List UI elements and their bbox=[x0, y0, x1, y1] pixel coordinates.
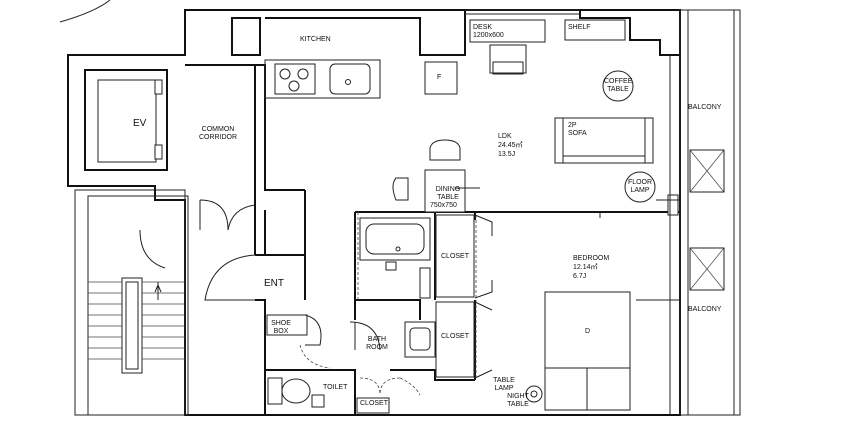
label-desk: DESK bbox=[473, 24, 493, 31]
door-swing-arc-top bbox=[59, 0, 111, 23]
label-dining-size: 750x750 bbox=[430, 202, 457, 209]
label-entrance: ENT bbox=[264, 278, 284, 289]
label-ev: EV bbox=[133, 118, 147, 129]
label-closet-1: CLOSET bbox=[441, 253, 470, 260]
elevator bbox=[84, 69, 168, 171]
label-night-table: NIGHT TABLE bbox=[507, 393, 529, 408]
label-closet-2: CLOSET bbox=[441, 333, 470, 340]
label-shoe-box: SHOE BOX bbox=[271, 320, 291, 335]
label-floor-lamp: FLOOR LAMP bbox=[627, 179, 653, 194]
bed bbox=[525, 291, 631, 411]
toilet bbox=[267, 377, 325, 408]
stairwell bbox=[74, 189, 189, 416]
label-ldk-tatami: 13.5J bbox=[498, 151, 516, 158]
desk bbox=[469, 19, 626, 75]
label-bathroom: BATH ROOM bbox=[366, 336, 388, 351]
label-bedroom-area: 12.14㎡ bbox=[573, 264, 598, 271]
label-balcony-top: BALCONY bbox=[688, 104, 722, 111]
label-fridge: F bbox=[437, 74, 442, 81]
label-kitchen: KITCHEN bbox=[300, 36, 331, 43]
label-bedroom-tatami: 6.7J bbox=[573, 273, 587, 280]
balcony bbox=[667, 9, 741, 416]
label-ldk: LDK bbox=[498, 133, 512, 140]
sofa bbox=[554, 117, 654, 164]
entrance-doors bbox=[266, 314, 421, 396]
label-sofa: 2P SOFA bbox=[568, 122, 587, 137]
label-toilet: TOILET bbox=[323, 384, 348, 391]
corridor-walls bbox=[139, 64, 256, 301]
coffee-table bbox=[602, 70, 634, 102]
closets bbox=[356, 214, 493, 414]
label-bed: D bbox=[585, 328, 591, 335]
wash-basin bbox=[349, 321, 436, 358]
kitchen-counter bbox=[264, 59, 458, 99]
label-ldk-area: 24.45㎡ bbox=[498, 142, 523, 149]
floor-lamp bbox=[624, 171, 656, 203]
label-table-lamp: TABLE LAMP bbox=[493, 377, 515, 392]
dining-table bbox=[392, 139, 480, 213]
label-coffee-table: COFFEE TABLE bbox=[604, 78, 633, 93]
label-desk-size: 1200x600 bbox=[473, 32, 504, 39]
label-common-corridor: COMMON CORRIDOR bbox=[198, 126, 238, 141]
label-closet-3: CLOSET bbox=[360, 400, 389, 407]
bathtub bbox=[357, 212, 431, 300]
windows bbox=[465, 9, 680, 301]
interior-walls bbox=[231, 10, 680, 415]
label-balcony-bottom: BALCONY bbox=[688, 306, 722, 313]
label-shelf: SHELF bbox=[568, 24, 591, 31]
label-dining-table: DINING TABLE bbox=[435, 186, 461, 201]
label-bedroom: BEDROOM bbox=[573, 255, 610, 262]
